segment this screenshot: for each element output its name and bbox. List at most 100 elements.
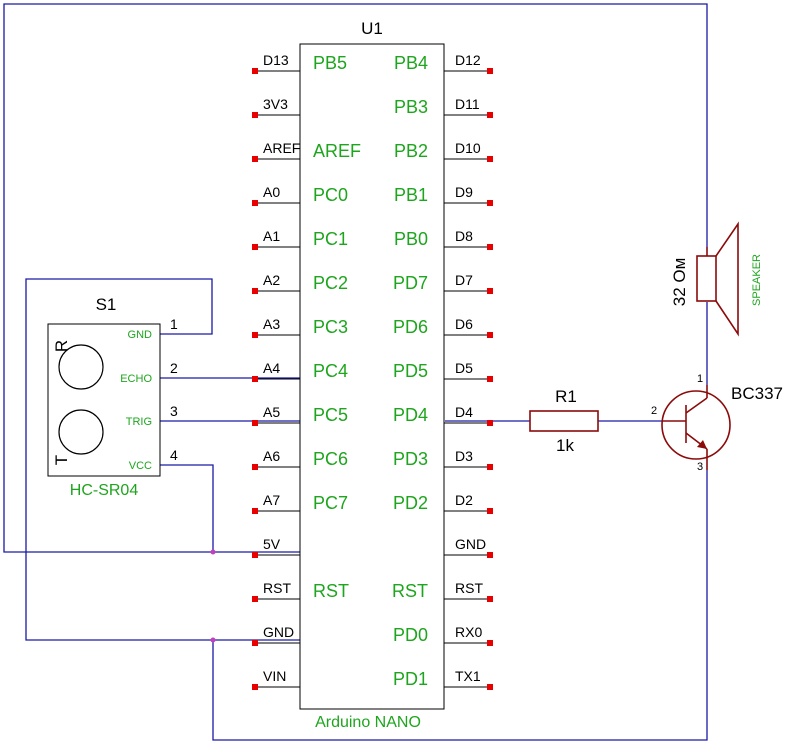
pin-pad-right-d11[interactable] <box>487 112 493 118</box>
pin-ext-label-d5: D5 <box>455 360 473 376</box>
wire-vcc <box>160 464 214 552</box>
pin-pad-left-3v3[interactable] <box>252 112 258 118</box>
transistor-emitter-arrow <box>697 440 707 449</box>
mcu-right-pins: D12PB4D11PB3D10PB2D9PB1D8PB0D7PD7D6PD6D5… <box>392 52 493 690</box>
pin-pad-left-a4[interactable] <box>252 376 258 382</box>
transistor-pin-2: 2 <box>651 405 657 417</box>
pin-pad-right-gnd[interactable] <box>487 552 493 558</box>
pin-pad-left-vin[interactable] <box>252 684 258 690</box>
pin-ext-label-a6: A6 <box>263 448 280 464</box>
pin-pad-left-a6[interactable] <box>252 464 258 470</box>
pin-int-label-pb2: PB2 <box>394 141 428 161</box>
pin-int-label-pd0: PD0 <box>393 625 428 645</box>
pin-int-label-rst: RST <box>392 581 428 601</box>
pin-int-label-pb4: PB4 <box>394 53 428 73</box>
pin-pad-left-gnd[interactable] <box>252 640 258 646</box>
resistor-r1: R1 1k <box>529 387 599 455</box>
pin-ext-label-aref: AREF <box>263 140 300 156</box>
pin-int-label-pd5: PD5 <box>393 361 428 381</box>
wire-gnd-emitter <box>212 470 708 741</box>
pin-pad-right-d12[interactable] <box>487 68 493 74</box>
pin-pad-right-d4[interactable] <box>487 420 493 426</box>
pin-pad-left-a5[interactable] <box>252 420 258 426</box>
transistor-pin-3: 3 <box>697 461 703 473</box>
pin-ext-label-a5: A5 <box>263 404 280 420</box>
hc-sr04-sensor: S1 HC-SR04 R T GND ECHO TRIG VCC 1 2 3 4 <box>47 295 178 499</box>
pin-int-label-pd4: PD4 <box>393 405 428 425</box>
pin-pad-left-a2[interactable] <box>252 288 258 294</box>
sensor-pin-echo: ECHO <box>120 373 152 385</box>
pin-ext-label-d13: D13 <box>263 52 289 68</box>
pin-pad-left-aref[interactable] <box>252 156 258 162</box>
pin-pad-right-d7[interactable] <box>487 288 493 294</box>
pin-int-label-aref: AREF <box>313 141 361 161</box>
sensor-pin-num-2: 2 <box>170 360 178 376</box>
pin-pad-left-d13[interactable] <box>252 68 258 74</box>
pin-ext-label-tx1: TX1 <box>455 668 481 684</box>
pin-ext-label-d4: D4 <box>455 404 473 420</box>
pin-int-label-pd1: PD1 <box>393 669 428 689</box>
pin-ext-label-vin: VIN <box>263 668 286 684</box>
wire-gnd <box>25 278 300 641</box>
pin-pad-left-a3[interactable] <box>252 332 258 338</box>
junction-gnd <box>210 637 216 643</box>
pin-pad-right-d2[interactable] <box>487 508 493 514</box>
pin-ext-label-d11: D11 <box>455 96 480 112</box>
transistor-bc337: BC337 1 2 3 <box>651 373 783 473</box>
pin-ext-label-d6: D6 <box>455 316 473 332</box>
pin-ext-label-5v: 5V <box>263 536 281 552</box>
pin-ext-label-gnd: GND <box>455 536 486 552</box>
pin-int-label-pd2: PD2 <box>393 493 428 513</box>
pin-pad-right-d3[interactable] <box>487 464 493 470</box>
mcu-name: Arduino NANO <box>315 714 421 731</box>
pin-ext-label-rx0: RX0 <box>455 624 482 640</box>
pin-int-label-rst: RST <box>313 581 349 601</box>
sensor-pin-num-1: 1 <box>170 316 178 332</box>
receiver-label: R <box>52 340 71 352</box>
pin-pad-right-rst[interactable] <box>487 596 493 602</box>
resistor-ref: R1 <box>555 387 577 406</box>
receiver-transducer <box>58 344 104 390</box>
pin-ext-label-a7: A7 <box>263 492 280 508</box>
pin-pad-left-rst[interactable] <box>252 596 258 602</box>
pin-int-label-pc6: PC6 <box>313 449 348 469</box>
sensor-pin-num-4: 4 <box>170 447 178 463</box>
pin-int-label-pc5: PC5 <box>313 405 348 425</box>
pin-ext-label-gnd: GND <box>263 624 294 640</box>
pin-pad-left-5v[interactable] <box>252 552 258 558</box>
pin-pad-right-d5[interactable] <box>487 376 493 382</box>
pin-ext-label-a2: A2 <box>263 272 280 288</box>
pin-ext-label-d9: D9 <box>455 184 473 200</box>
pin-int-label-pc2: PC2 <box>313 273 348 293</box>
pin-pad-right-d9[interactable] <box>487 200 493 206</box>
pin-pad-left-a7[interactable] <box>252 508 258 514</box>
speaker: 32 Ом SPEAKER <box>670 221 763 337</box>
pin-pad-right-d6[interactable] <box>487 332 493 338</box>
pin-pad-right-tx1[interactable] <box>487 684 493 690</box>
mcu-ref: U1 <box>361 19 383 38</box>
resistor-value: 1k <box>556 436 574 455</box>
pin-int-label-pc7: PC7 <box>313 493 348 513</box>
wire-5v <box>3 3 708 553</box>
pin-pad-right-d10[interactable] <box>487 156 493 162</box>
speaker-magnet <box>696 255 717 302</box>
pin-int-label-pb0: PB0 <box>394 229 428 249</box>
pin-ext-label-a1: A1 <box>263 228 280 244</box>
pin-int-label-pd3: PD3 <box>393 449 428 469</box>
pin-pad-right-rx0[interactable] <box>487 640 493 646</box>
pin-int-label-pb5: PB5 <box>313 53 347 73</box>
mcu-body <box>299 43 445 710</box>
pin-pad-left-a0[interactable] <box>252 200 258 206</box>
pin-ext-label-d2: D2 <box>455 492 473 508</box>
sensor-pin-num-3: 3 <box>170 403 178 419</box>
sensor-body <box>47 323 161 477</box>
pin-ext-label-d3: D3 <box>455 448 473 464</box>
pin-ext-label-d7: D7 <box>455 272 473 288</box>
pin-ext-label-a4: A4 <box>263 360 280 376</box>
transmitter-label: T <box>52 455 71 465</box>
pin-pad-left-a1[interactable] <box>252 244 258 250</box>
pin-pad-right-d8[interactable] <box>487 244 493 250</box>
